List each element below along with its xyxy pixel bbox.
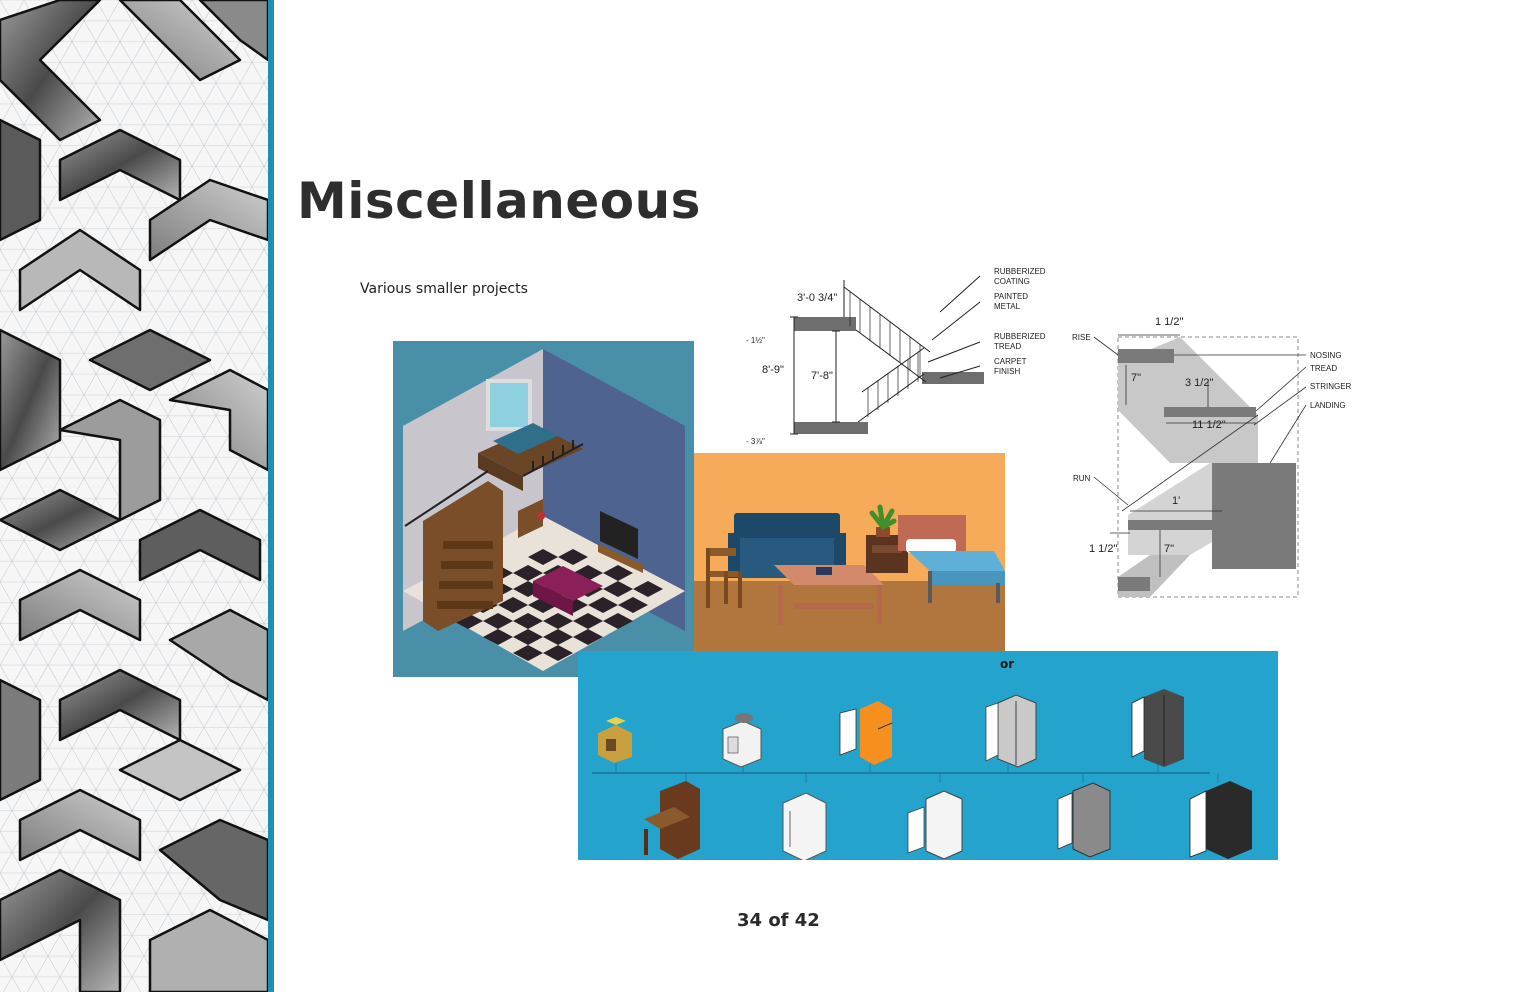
loft-room-render: [393, 341, 694, 677]
detail-callout-nosing: NOSING: [1310, 351, 1342, 360]
dim-inner-height: 7'-8": [811, 370, 833, 382]
detail-dim-tread-inner: 3 1/2": [1185, 377, 1214, 389]
timeline-heading-fragment: or: [1000, 657, 1015, 671]
page-indicator: 34 of 42: [737, 910, 820, 931]
isometric-room-illustration: [393, 341, 694, 677]
detail-callout-landing: LANDING: [1310, 401, 1346, 410]
detail-callout-stringer: STRINGER: [1310, 382, 1352, 391]
detail-callout-tread: TREAD: [1310, 364, 1338, 373]
detail-dim-nosing-top: 1 1/2": [1155, 316, 1184, 328]
decorative-pattern-panel: [0, 0, 268, 992]
page-subtitle: Various smaller projects: [360, 281, 528, 297]
appliance-timeline-render: or: [578, 651, 1278, 860]
detail-dim-tread-depth: 11 1/2": [1192, 419, 1226, 431]
living-room-illustration: [694, 453, 1005, 677]
detail-dim-rise-bottom: 7": [1164, 543, 1175, 555]
detail-callout-rise: RISE: [1072, 333, 1091, 342]
accent-bar: [268, 0, 274, 992]
detail-callout-run: RUN: [1073, 474, 1091, 483]
detail-dim-rise: 7": [1131, 372, 1142, 384]
appliance-evolution-illustration: [592, 689, 1252, 860]
stair-detail-drawing: [1093, 334, 1307, 598]
page-title: Miscellaneous: [297, 172, 701, 230]
stair-section-drawing: [790, 275, 984, 435]
furniture-render: [694, 453, 1005, 677]
dim-top-width: 3'-0 3/4": [797, 292, 838, 304]
isometric-maze-pattern: [0, 0, 268, 992]
dim-bottom-offset: - 3⅞": [746, 437, 765, 446]
detail-dim-run: 1': [1172, 495, 1181, 507]
dim-overall-height: 8'-9": [762, 364, 784, 376]
detail-dim-nosing-bottom: 1 1/2": [1089, 543, 1118, 555]
dim-top-offset: - 1½": [746, 336, 765, 345]
